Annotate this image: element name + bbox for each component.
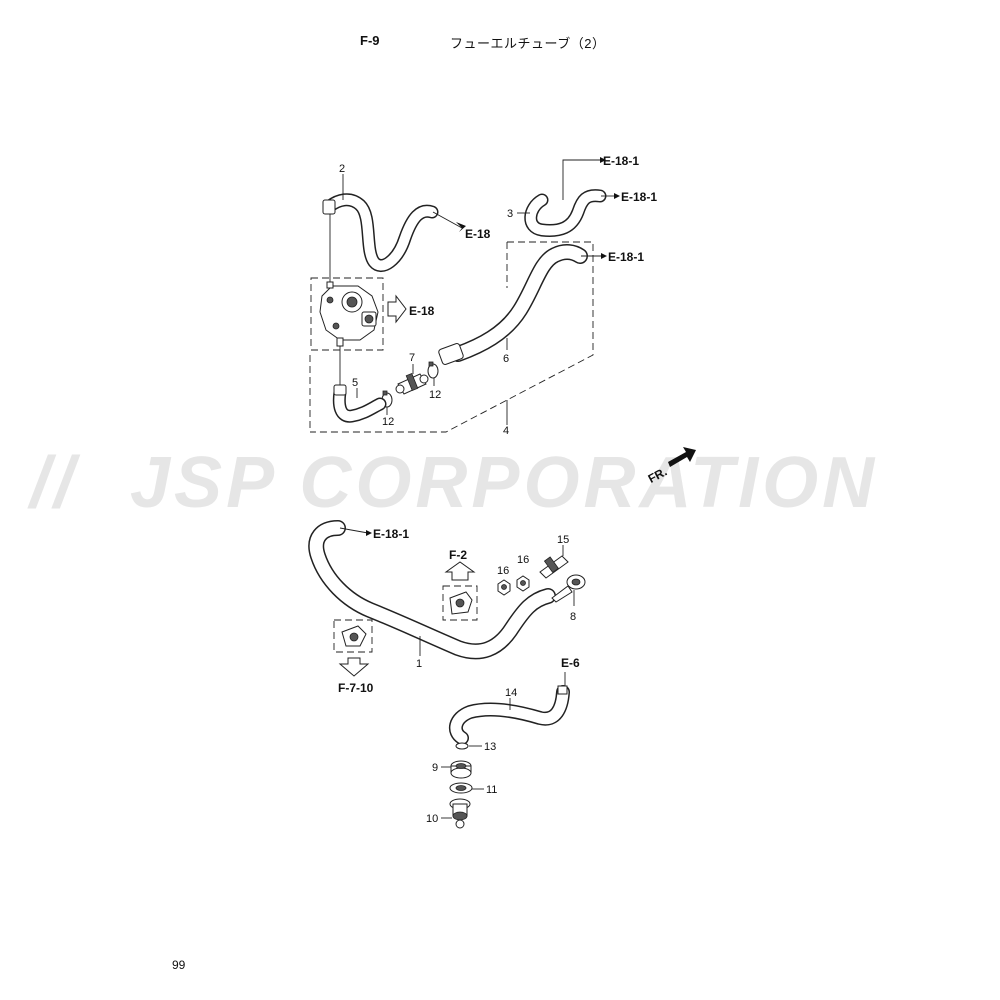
nipple-part-15 <box>539 555 569 579</box>
grommet-part-11 <box>449 782 473 794</box>
hose-part-14 <box>448 685 570 745</box>
clip-part-12-right <box>427 361 439 379</box>
arrow-e18-top <box>456 222 466 232</box>
diagram-title: フューエルチューブ（2） <box>450 36 606 51</box>
banjo-part-8 <box>551 574 586 603</box>
arrow-to-e18-mid <box>387 294 407 324</box>
callout-11: 11 <box>486 784 497 796</box>
hose-part-2 <box>322 193 439 282</box>
leader-e18-top <box>432 211 463 229</box>
callout-15: 15 <box>557 534 569 546</box>
callout-12-right: 12 <box>429 389 441 401</box>
callout-5: 5 <box>352 377 358 389</box>
ref-e18-1-d: E-18-1 <box>373 527 409 541</box>
callout-10: 10 <box>426 813 438 825</box>
nut-part-9 <box>450 760 472 779</box>
callout-16-left: 16 <box>497 565 509 577</box>
callout-7: 7 <box>409 352 415 364</box>
ref-e18-1-c: E-18-1 <box>608 250 644 264</box>
callout-8: 8 <box>570 611 576 623</box>
ref-f7-10: F-7-10 <box>338 681 374 695</box>
arrow-e18-1-a <box>600 157 606 163</box>
callout-1: 1 <box>416 658 422 670</box>
callout-9: 9 <box>432 762 438 774</box>
leader-e18-1-d <box>339 527 369 534</box>
arrow-up-f2 <box>444 561 476 581</box>
fitting-part-10 <box>449 798 471 829</box>
arrow-e18-1-b <box>614 193 620 199</box>
callout-16-right: 16 <box>517 554 529 566</box>
hose-part-6 <box>438 244 588 365</box>
callout-4: 4 <box>503 425 509 437</box>
pump-assembly-box <box>310 277 384 351</box>
nut-part-16-right <box>516 575 530 592</box>
callout-6: 6 <box>503 353 509 365</box>
clamp-f7-10 <box>341 625 367 647</box>
callout-2: 2 <box>339 163 345 175</box>
clamp-f7-10-box <box>333 619 373 653</box>
clamp-f2 <box>449 591 473 615</box>
leader-e18-1-a <box>562 159 600 200</box>
hose-part-1 <box>308 520 556 660</box>
ref-e18-1-b: E-18-1 <box>621 190 657 204</box>
joint-part-7 <box>395 372 429 395</box>
hose-part-5 <box>332 346 387 423</box>
arrow-down-f7-10 <box>338 657 370 677</box>
page-number: 99 <box>172 958 186 972</box>
arrow-e18-1-d <box>366 530 372 536</box>
bracket-4-outline <box>310 241 594 433</box>
clip-part-13 <box>455 742 469 750</box>
ref-e18-mid: E-18 <box>409 304 435 318</box>
watermark-text: JSP CORPORATION <box>130 443 878 523</box>
callout-13: 13 <box>484 741 496 753</box>
clamp-f2-box <box>442 585 478 621</box>
diagram-code: F-9 <box>360 33 380 48</box>
fuel-pump <box>319 281 379 347</box>
ref-e18-top: E-18 <box>465 227 491 241</box>
arrow-e18-1-c <box>601 253 607 259</box>
callout-14: 14 <box>505 687 517 699</box>
ref-e6: E-6 <box>561 656 580 670</box>
ref-f2: F-2 <box>449 548 467 562</box>
callout-3: 3 <box>507 208 513 220</box>
ref-e18-1-a: E-18-1 <box>603 154 639 168</box>
watermark-logo-mark: // <box>27 443 81 523</box>
nut-part-16-left <box>497 579 511 596</box>
callout-12-left: 12 <box>382 416 394 428</box>
hose-part-3 <box>524 189 607 237</box>
